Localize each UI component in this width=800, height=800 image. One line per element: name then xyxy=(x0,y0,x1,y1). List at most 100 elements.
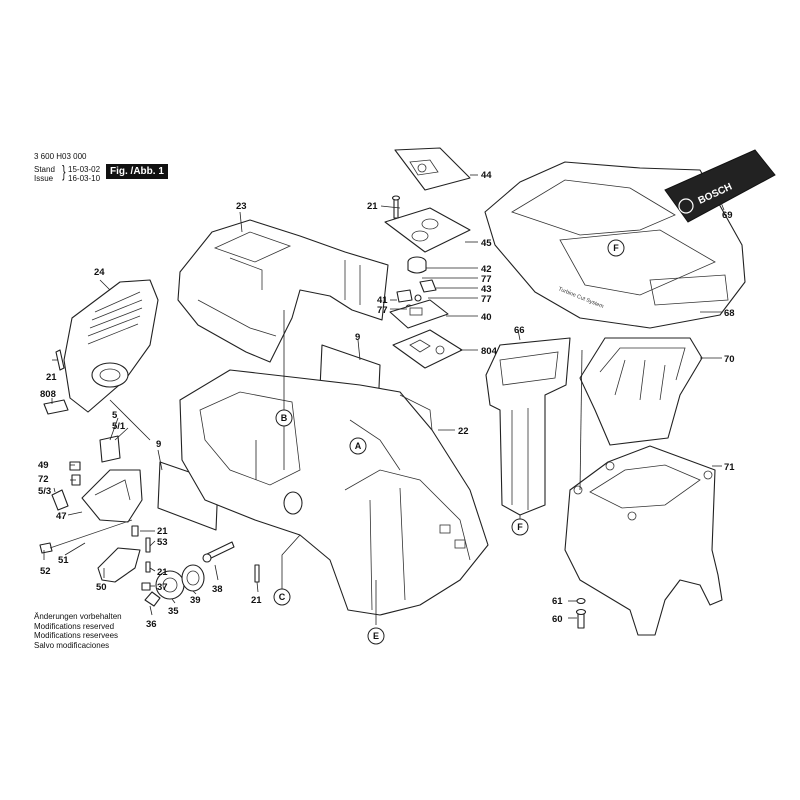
callout-5-1: 5/1 xyxy=(112,421,126,432)
document-number: 3 600 H03 000 xyxy=(34,152,87,161)
callout-53: 53 xyxy=(157,537,168,548)
part-44-plate xyxy=(394,147,471,191)
callout-41: 41 xyxy=(377,295,388,306)
marker-B: B xyxy=(275,409,293,427)
callout-72: 72 xyxy=(38,474,49,485)
svg-text:E: E xyxy=(373,631,379,641)
svg-text:A: A xyxy=(355,441,362,451)
marker-E: E xyxy=(367,627,385,645)
callout-70: 70 xyxy=(724,354,735,365)
callout-69: 69 xyxy=(722,210,733,221)
part-23-upper-housing xyxy=(177,219,389,363)
part-71-base xyxy=(564,445,723,636)
callout-77: 77 xyxy=(481,294,492,305)
callout-21: 21 xyxy=(157,567,168,578)
part-38-bolt xyxy=(202,541,235,563)
callout-51: 51 xyxy=(58,555,69,566)
callout-40: 40 xyxy=(481,312,492,323)
part-47-bracket xyxy=(81,469,143,523)
part-21-screw-left xyxy=(55,349,65,371)
svg-text:F: F xyxy=(517,522,523,532)
part-21-screw-d xyxy=(145,561,151,573)
part-5-3-knob xyxy=(51,489,69,511)
callout-42: 42 xyxy=(481,264,492,275)
note-line: Modifications reservees xyxy=(34,631,119,640)
callout-5: 5 xyxy=(112,410,118,421)
callout-37: 37 xyxy=(157,582,168,593)
callout-44: 44 xyxy=(481,170,492,181)
callout-labels: 44 21 45 42 77 43 77 41 77 40 804 23 24 … xyxy=(38,170,735,630)
callout-38: 38 xyxy=(212,584,223,595)
svg-text:F: F xyxy=(613,243,619,253)
part-804-electronics xyxy=(392,329,463,369)
part-40-switch-plate xyxy=(389,299,449,329)
callout-9: 9 xyxy=(355,332,360,343)
callout-9: 9 xyxy=(156,439,161,450)
brace-glyph: } xyxy=(62,162,66,181)
part-22-main-housing xyxy=(179,369,489,616)
callout-22: 22 xyxy=(458,426,469,437)
callout-77: 77 xyxy=(481,274,492,285)
stand-label: Stand xyxy=(34,165,55,174)
marker-C: C xyxy=(273,588,291,606)
callout-45: 45 xyxy=(481,238,492,249)
part-52-pin xyxy=(39,542,53,554)
callout-36: 36 xyxy=(146,619,157,630)
callout-39: 39 xyxy=(190,595,201,606)
note-line: Modifications reserved xyxy=(34,621,115,631)
callout-47: 47 xyxy=(56,511,67,522)
issue-label: Issue xyxy=(34,174,54,183)
callout-21: 21 xyxy=(251,595,262,606)
callout-43: 43 xyxy=(481,284,492,295)
marker-F-top: F xyxy=(607,239,625,257)
figure-badge: Fig. /Abb. 1 xyxy=(106,164,168,179)
callout-71: 71 xyxy=(724,462,735,473)
callout-68: 68 xyxy=(724,308,735,319)
callout-60: 60 xyxy=(552,614,563,625)
part-36-clip xyxy=(144,591,161,607)
part-53-pin xyxy=(145,537,151,553)
modification-notes: Änderungen vorbehalten Modifications res… xyxy=(34,612,122,650)
part-35-gear xyxy=(155,570,185,600)
part-45-plate xyxy=(384,207,471,253)
leader-lines xyxy=(43,174,725,625)
part-808-label xyxy=(43,399,69,415)
callout-804: 804 xyxy=(481,346,498,357)
svg-text:B: B xyxy=(281,413,288,423)
callout-49: 49 xyxy=(38,460,49,471)
callout-21: 21 xyxy=(367,201,378,212)
callout-77: 77 xyxy=(377,305,388,316)
note-line: Änderungen vorbehalten xyxy=(34,612,122,621)
marker-F-low: F xyxy=(511,518,529,536)
part-42-knob xyxy=(407,256,427,274)
callout-5-3: 5/3 xyxy=(38,486,51,497)
part-5-bushing xyxy=(99,435,121,463)
issue-date: 16-03-10 xyxy=(68,174,101,183)
part-60-screw xyxy=(575,608,587,629)
callout-52: 52 xyxy=(40,566,51,577)
part-50-lever xyxy=(97,547,141,583)
part-66-handle xyxy=(485,337,571,516)
part-51-rod xyxy=(49,519,133,549)
callout-50: 50 xyxy=(96,582,107,593)
part-70-basket xyxy=(579,337,703,446)
callout-808: 808 xyxy=(40,389,56,400)
part-37-pin xyxy=(141,582,151,591)
callout-66: 66 xyxy=(514,325,525,336)
part-69-logo-plate: BOSCH xyxy=(664,149,776,223)
part-24-side-cover xyxy=(63,279,159,413)
marker-A: A xyxy=(349,437,367,455)
svg-text:C: C xyxy=(279,592,286,602)
callout-35: 35 xyxy=(168,606,179,617)
callout-23: 23 xyxy=(236,201,247,212)
part-21-screw-top xyxy=(391,195,401,219)
stand-date: 15-03-02 xyxy=(68,165,101,174)
part-21-screw-e xyxy=(254,564,260,583)
callout-21: 21 xyxy=(46,372,57,383)
part-21-screw-c xyxy=(131,525,139,537)
part-61-washer xyxy=(576,597,586,605)
callout-21: 21 xyxy=(157,526,168,537)
part-49-pin xyxy=(69,461,81,471)
